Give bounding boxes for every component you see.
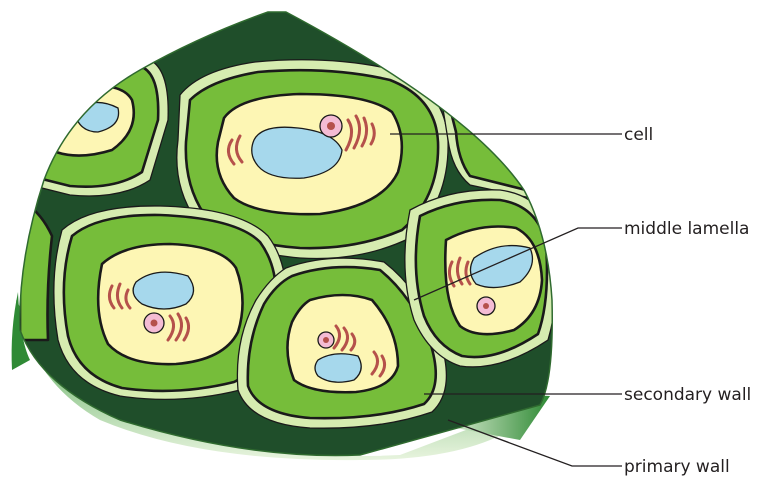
cell-top-left [30,60,168,196]
label-cell: cell [624,125,653,145]
cell-mid-right [405,190,557,367]
label-secondary-wall: secondary wall [624,385,751,405]
label-primary-wall: primary wall [624,457,730,477]
label-middle-lamella: middle lamella [624,219,749,239]
